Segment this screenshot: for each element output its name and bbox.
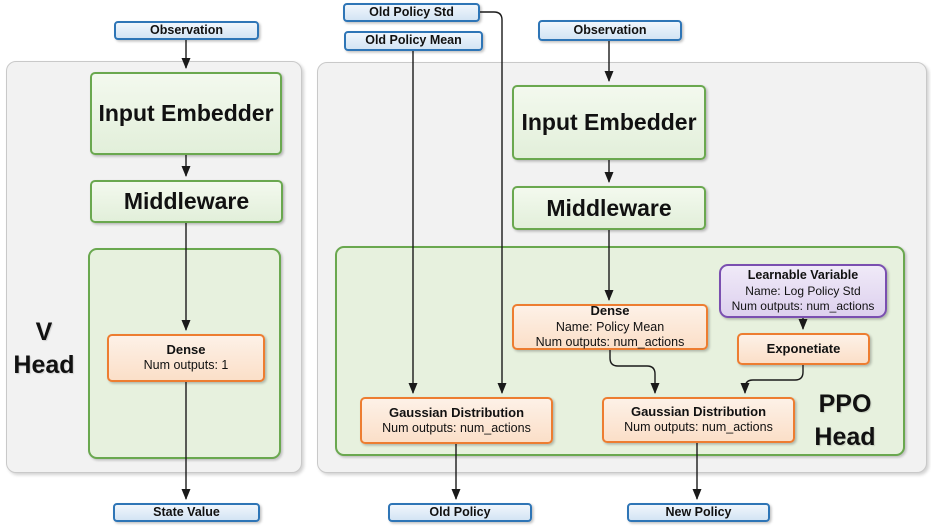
exponetiate-node-label: Exponetiate [766,340,841,356]
learnable-variable-node: Learnable Variable Name: Log Policy Std … [719,264,887,318]
new-policy-output-node-label: New Policy [665,504,732,519]
learnable-variable-node-title: Learnable Variable [747,268,859,283]
input-embedder-node-v-label: Input Embedder [98,100,274,127]
v-head-label-line1: V [35,318,53,346]
middleware-node-v: Middleware [90,180,283,223]
middleware-node-ppo-label: Middleware [546,194,672,221]
exponetiate-node: Exponetiate [737,333,870,365]
ppo-head-label-line2: Head [814,422,876,451]
learnable-variable-node-name: Name: Log Policy Std [745,283,861,298]
state-value-node-label: State Value [153,504,220,519]
gaussian-distribution-new-outputs: Num outputs: num_actions [624,420,773,435]
old-policy-std-node-label: Old Policy Std [369,4,454,19]
middleware-node-v-label: Middleware [123,188,250,215]
gaussian-distribution-new-node: Gaussian Distribution Num outputs: num_a… [602,397,795,443]
dense-node-v: Dense Num outputs: 1 [107,334,265,382]
observation-node-ppo: Observation [538,20,682,41]
dense-policy-mean-node-title: Dense [590,303,630,319]
ppo-head-label-line1: PPO [818,390,872,418]
ppo-head-label: PPO Head [803,388,887,453]
old-policy-std-node: Old Policy Std [343,3,480,22]
dense-policy-mean-node-name: Name: Policy Mean [555,319,665,334]
old-policy-output-node-label: Old Policy [429,504,491,519]
observation-node-v-label: Observation [150,22,223,37]
new-policy-output-node: New Policy [627,503,770,522]
old-policy-output-node: Old Policy [388,503,532,522]
gaussian-distribution-old-title: Gaussian Distribution [388,404,525,420]
middleware-node-ppo: Middleware [512,186,706,230]
dense-node-v-outputs: Num outputs: 1 [143,358,229,373]
state-value-node: State Value [113,503,260,522]
dense-policy-mean-node-outputs: Num outputs: num_actions [535,335,685,350]
observation-node-ppo-label: Observation [573,22,647,37]
v-head-label: V Head [8,316,80,381]
dense-node-v-title: Dense [166,342,206,358]
gaussian-distribution-old-outputs: Num outputs: num_actions [382,420,531,435]
input-embedder-node-ppo-label: Input Embedder [521,109,697,136]
input-embedder-node-ppo: Input Embedder [512,85,706,160]
input-embedder-node-v: Input Embedder [90,72,282,155]
observation-node-v: Observation [114,21,259,40]
gaussian-distribution-old-node: Gaussian Distribution Num outputs: num_a… [360,397,553,444]
learnable-variable-node-outputs: Num outputs: num_actions [731,298,875,313]
v-head-label-line2: Head [13,350,75,379]
dense-policy-mean-node: Dense Name: Policy Mean Num outputs: num… [512,303,708,350]
gaussian-distribution-new-title: Gaussian Distribution [630,404,767,420]
old-policy-mean-node: Old Policy Mean [344,31,483,51]
old-policy-mean-node-label: Old Policy Mean [365,33,462,48]
